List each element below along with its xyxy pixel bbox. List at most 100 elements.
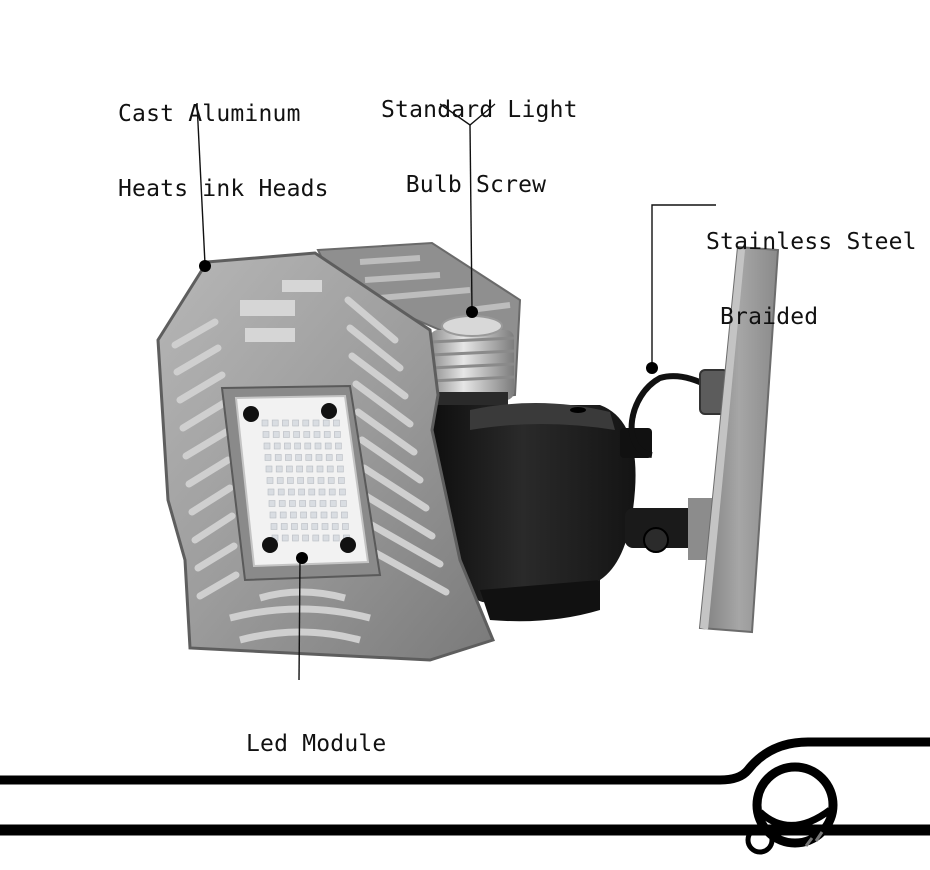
led-chip xyxy=(317,477,325,484)
callout-heatsink-line2: Heats ink Heads xyxy=(118,176,329,202)
led-chip xyxy=(323,431,331,438)
wall-plate xyxy=(698,245,780,634)
led-chip xyxy=(281,534,289,542)
led-chip xyxy=(329,500,337,507)
led-chip xyxy=(279,511,287,519)
led-chip xyxy=(262,431,270,438)
led-chip xyxy=(342,523,349,530)
led-chip xyxy=(308,488,316,496)
led-chip xyxy=(307,477,315,484)
led-chip xyxy=(337,465,344,473)
led-chip xyxy=(288,488,295,496)
callout-bulb-screw-line1: Standard Light xyxy=(381,97,578,123)
mount-bracket xyxy=(625,498,716,560)
led-chip xyxy=(320,511,328,519)
led-chip xyxy=(273,442,281,450)
led-chip xyxy=(300,511,307,519)
led-chip xyxy=(339,488,346,496)
leader-dot-icon xyxy=(199,260,211,272)
led-chip xyxy=(312,419,320,427)
callout-led-module: Led Module xyxy=(246,682,386,807)
callout-braided-line1: Stainless Steel xyxy=(706,229,917,255)
led-chip xyxy=(283,431,290,438)
led-chip xyxy=(289,500,296,507)
callout-heatsink: Cast Aluminum Heats ink Heads xyxy=(118,52,329,252)
callout-bulb-screw: Standard Light Bulb Screw xyxy=(381,48,578,248)
led-chip-grid xyxy=(261,419,350,542)
led-chip xyxy=(310,511,318,519)
led-chip xyxy=(328,488,336,496)
led-chip xyxy=(302,534,309,542)
led-chip xyxy=(315,454,323,461)
callout-braided-line2: Braided xyxy=(720,304,819,330)
led-chip xyxy=(266,477,274,484)
led-chip xyxy=(284,442,291,450)
led-chip xyxy=(309,500,317,507)
bulb-screw xyxy=(429,315,515,406)
callout-braided: Stainless Steel Braided xyxy=(706,180,917,380)
led-chip xyxy=(293,431,300,438)
callout-heatsink-line1: Cast Aluminum xyxy=(118,101,301,127)
led-chip xyxy=(316,465,324,473)
led-chip xyxy=(322,419,330,427)
callout-bulb-screw-line2: Bulb Screw xyxy=(405,172,547,198)
led-chip xyxy=(332,534,340,542)
led-chip xyxy=(301,523,308,530)
led-chip xyxy=(326,465,334,473)
led-chip xyxy=(303,431,311,438)
led-chip xyxy=(333,419,340,427)
led-chip xyxy=(302,419,310,427)
led-chip xyxy=(331,523,339,530)
led-chip xyxy=(322,534,330,542)
led-chip xyxy=(292,419,299,427)
led-chip xyxy=(298,488,305,496)
led-chip xyxy=(276,477,284,484)
led-chip xyxy=(285,454,292,461)
led-chip xyxy=(335,442,342,450)
led-chip xyxy=(261,419,269,427)
led-chip xyxy=(297,477,304,484)
led-chip xyxy=(268,500,276,507)
decorative-footer xyxy=(0,737,930,855)
led-chip xyxy=(330,511,338,519)
led-chip xyxy=(263,442,271,450)
led-module xyxy=(220,384,382,582)
led-chip xyxy=(282,419,289,427)
decorative-loop-logo-icon xyxy=(752,762,838,848)
led-chip xyxy=(292,534,299,542)
led-chip xyxy=(299,500,306,507)
led-chip xyxy=(269,511,277,519)
led-chip xyxy=(304,442,312,450)
led-chip xyxy=(313,431,321,438)
led-chip xyxy=(321,523,329,530)
led-chip xyxy=(274,454,282,461)
led-chip xyxy=(311,523,319,530)
led-chip xyxy=(334,431,341,438)
led-chip xyxy=(295,454,302,461)
led-chip xyxy=(338,477,345,484)
leader-dots xyxy=(199,260,658,564)
led-chip xyxy=(305,454,313,461)
led-chip xyxy=(290,511,297,519)
led-chip xyxy=(271,419,279,427)
led-chip xyxy=(287,477,294,484)
led-chip xyxy=(270,523,278,530)
led-chip xyxy=(291,523,298,530)
led-chip xyxy=(318,488,326,496)
led-chip xyxy=(275,465,283,473)
leader-dot-icon xyxy=(466,306,478,318)
led-chip xyxy=(325,454,333,461)
led-chip xyxy=(267,488,275,496)
led-chip xyxy=(319,500,327,507)
led-chip xyxy=(341,511,348,519)
led-chip xyxy=(264,454,272,461)
led-chip xyxy=(314,442,322,450)
leader-lines xyxy=(196,102,716,681)
led-chip xyxy=(306,465,314,473)
led-chip xyxy=(294,442,301,450)
led-chip xyxy=(286,465,293,473)
led-chip xyxy=(277,488,285,496)
led-chip xyxy=(327,477,335,484)
led-chip xyxy=(278,500,286,507)
